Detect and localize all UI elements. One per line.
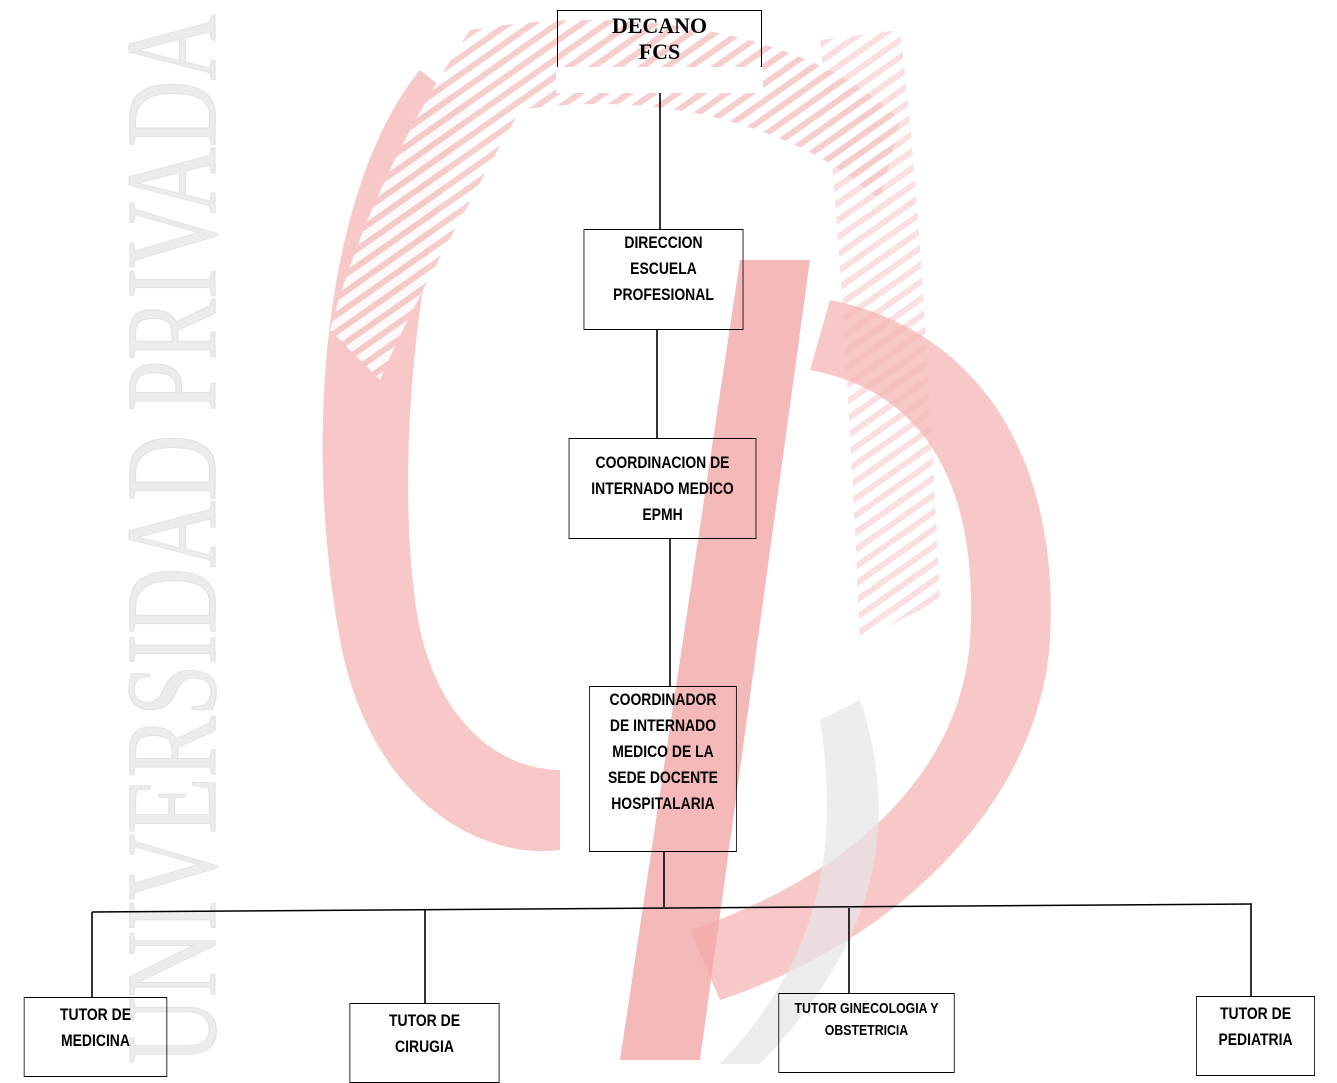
tutor-medicina-label: TUTOR DE MEDICINA — [59, 1005, 131, 1050]
coordinador-sede-box: COORDINADOR DE INTERNADO MEDICO DE LA SE… — [589, 686, 737, 852]
decano-label: DECANO FCS — [611, 13, 708, 64]
coordinacion-internado-box: COORDINACION DE INTERNADO MEDICO EPMH — [568, 438, 757, 539]
tutor-ginecologia-label: TUTOR GINECOLOGIA Y OBSTETRICIA — [794, 1000, 939, 1039]
direccion-escuela-box: DIRECCION ESCUELA PROFESIONAL — [583, 229, 744, 330]
tutor-cirugia-box: TUTOR DE CIRUGIA — [349, 1003, 500, 1083]
tutor-ginecologia-box: TUTOR GINECOLOGIA Y OBSTETRICIA — [778, 993, 955, 1073]
tutor-medicina-box: TUTOR DE MEDICINA — [23, 997, 168, 1077]
tutor-pediatria-label: TUTOR DE PEDIATRIA — [1218, 1004, 1293, 1049]
direccion-escuela-label: DIRECCION ESCUELA PROFESIONAL — [613, 233, 714, 304]
tutor-bus-line — [91, 903, 1253, 913]
tutor-cirugia-label: TUTOR DE CIRUGIA — [388, 1011, 460, 1056]
tutor-pediatria-box: TUTOR DE PEDIATRIA — [1196, 996, 1315, 1076]
coordinador-sede-label: COORDINADOR DE INTERNADO MEDICO DE LA SE… — [607, 690, 718, 813]
university-name-text: UNIVERSIDAD PRIVADA — [100, 14, 244, 1064]
decano-box: DECANO FCS — [556, 10, 763, 93]
university-name-watermark: UNIVERSIDAD PRIVADA — [100, 14, 245, 1065]
coordinacion-internado-label: COORDINACION DE INTERNADO MEDICO EPMH — [591, 452, 734, 524]
